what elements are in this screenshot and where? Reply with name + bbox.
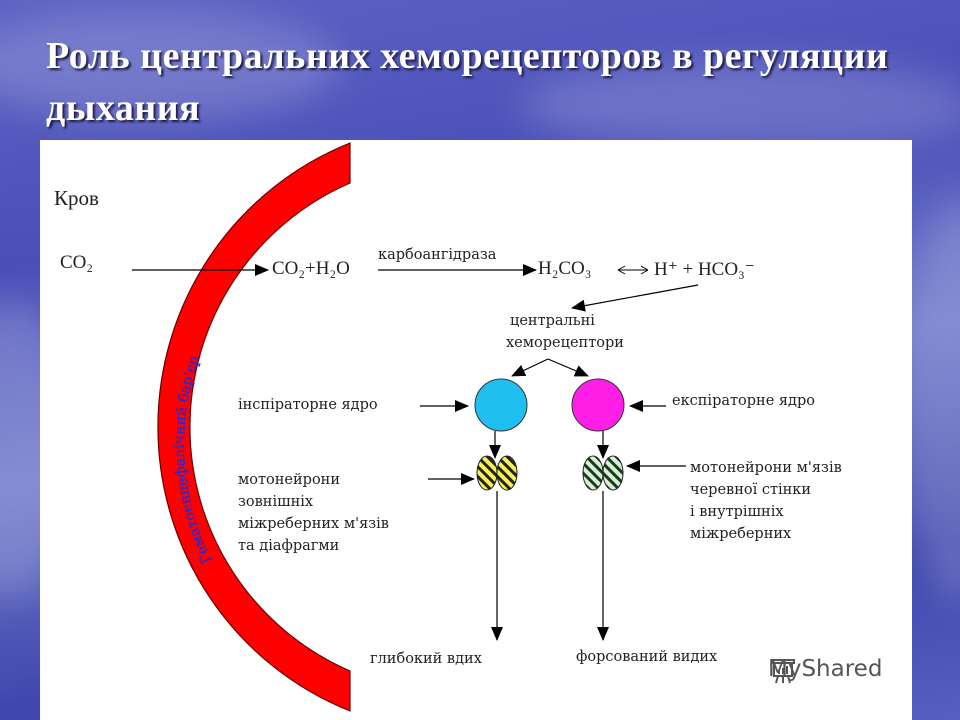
- presentation-board-icon: [771, 659, 795, 684]
- reaction-ions: H⁺ + HCO₃⁻: [654, 259, 755, 280]
- cloud-decoration: [520, 60, 960, 150]
- slide-title: Роль центральних хеморецепторов в регуля…: [46, 35, 889, 129]
- motoneurons-exp-line: і внутрішніх: [690, 504, 784, 520]
- co2-blood: CO₂: [60, 252, 94, 273]
- diagram-graphics: Гематоенцефалічний бар'єр: [132, 142, 699, 712]
- motoneurons-exp-block: мотонейрони м'язів черевної стінки і вну…: [690, 457, 842, 545]
- outcome-deep-inhale: глибокий вдих: [370, 651, 482, 667]
- exp-motoneuron-left: [582, 455, 604, 491]
- motoneurons-exp-line: черевної стінки: [690, 482, 812, 498]
- inspiratory-nucleus: [474, 378, 528, 432]
- motoneurons-insp-line: мотонейрони: [238, 472, 341, 488]
- diagram-panel: Гематоенцефалічний бар'єр: [40, 140, 912, 720]
- motoneurons-insp-block: мотонейрони зовнішніх міжреберних м'язів…: [238, 469, 389, 557]
- chemoreceptors-line1: центральні: [510, 313, 595, 329]
- insp-motoneuron-right: [496, 455, 518, 491]
- enzyme-label: карбоангідраза: [378, 247, 497, 263]
- expiratory-label: експіраторне ядро: [672, 393, 815, 409]
- insp-motoneuron-left: [476, 455, 498, 491]
- outcome-forced-exhale: форсований видих: [576, 649, 718, 665]
- motoneurons-insp-line: та діафрагми: [238, 538, 340, 554]
- motoneurons-insp-line: міжреберних м'язів: [238, 516, 389, 532]
- cloud-decoration: [0, 10, 340, 120]
- expiratory-nucleus: [571, 378, 625, 432]
- motoneurons-exp-line: міжреберних: [690, 526, 792, 542]
- exp-motoneuron-right: [602, 455, 624, 491]
- myshared-watermark: MyShared: [768, 656, 882, 684]
- motoneurons-exp-line: мотонейрони м'язів: [690, 460, 842, 476]
- chemoreceptors-line2: хеморецептори: [506, 335, 624, 351]
- blood-label: Кров: [54, 186, 99, 210]
- motoneurons-insp-line: зовнішніх: [238, 494, 314, 510]
- inspiratory-label: інспіраторне ядро: [238, 397, 378, 413]
- reaction-h2co3: H₂CO₃: [538, 258, 592, 279]
- blood-brain-barrier-arc: [157, 142, 351, 712]
- reaction-co2-h2o: CO₂+H₂O: [272, 258, 350, 279]
